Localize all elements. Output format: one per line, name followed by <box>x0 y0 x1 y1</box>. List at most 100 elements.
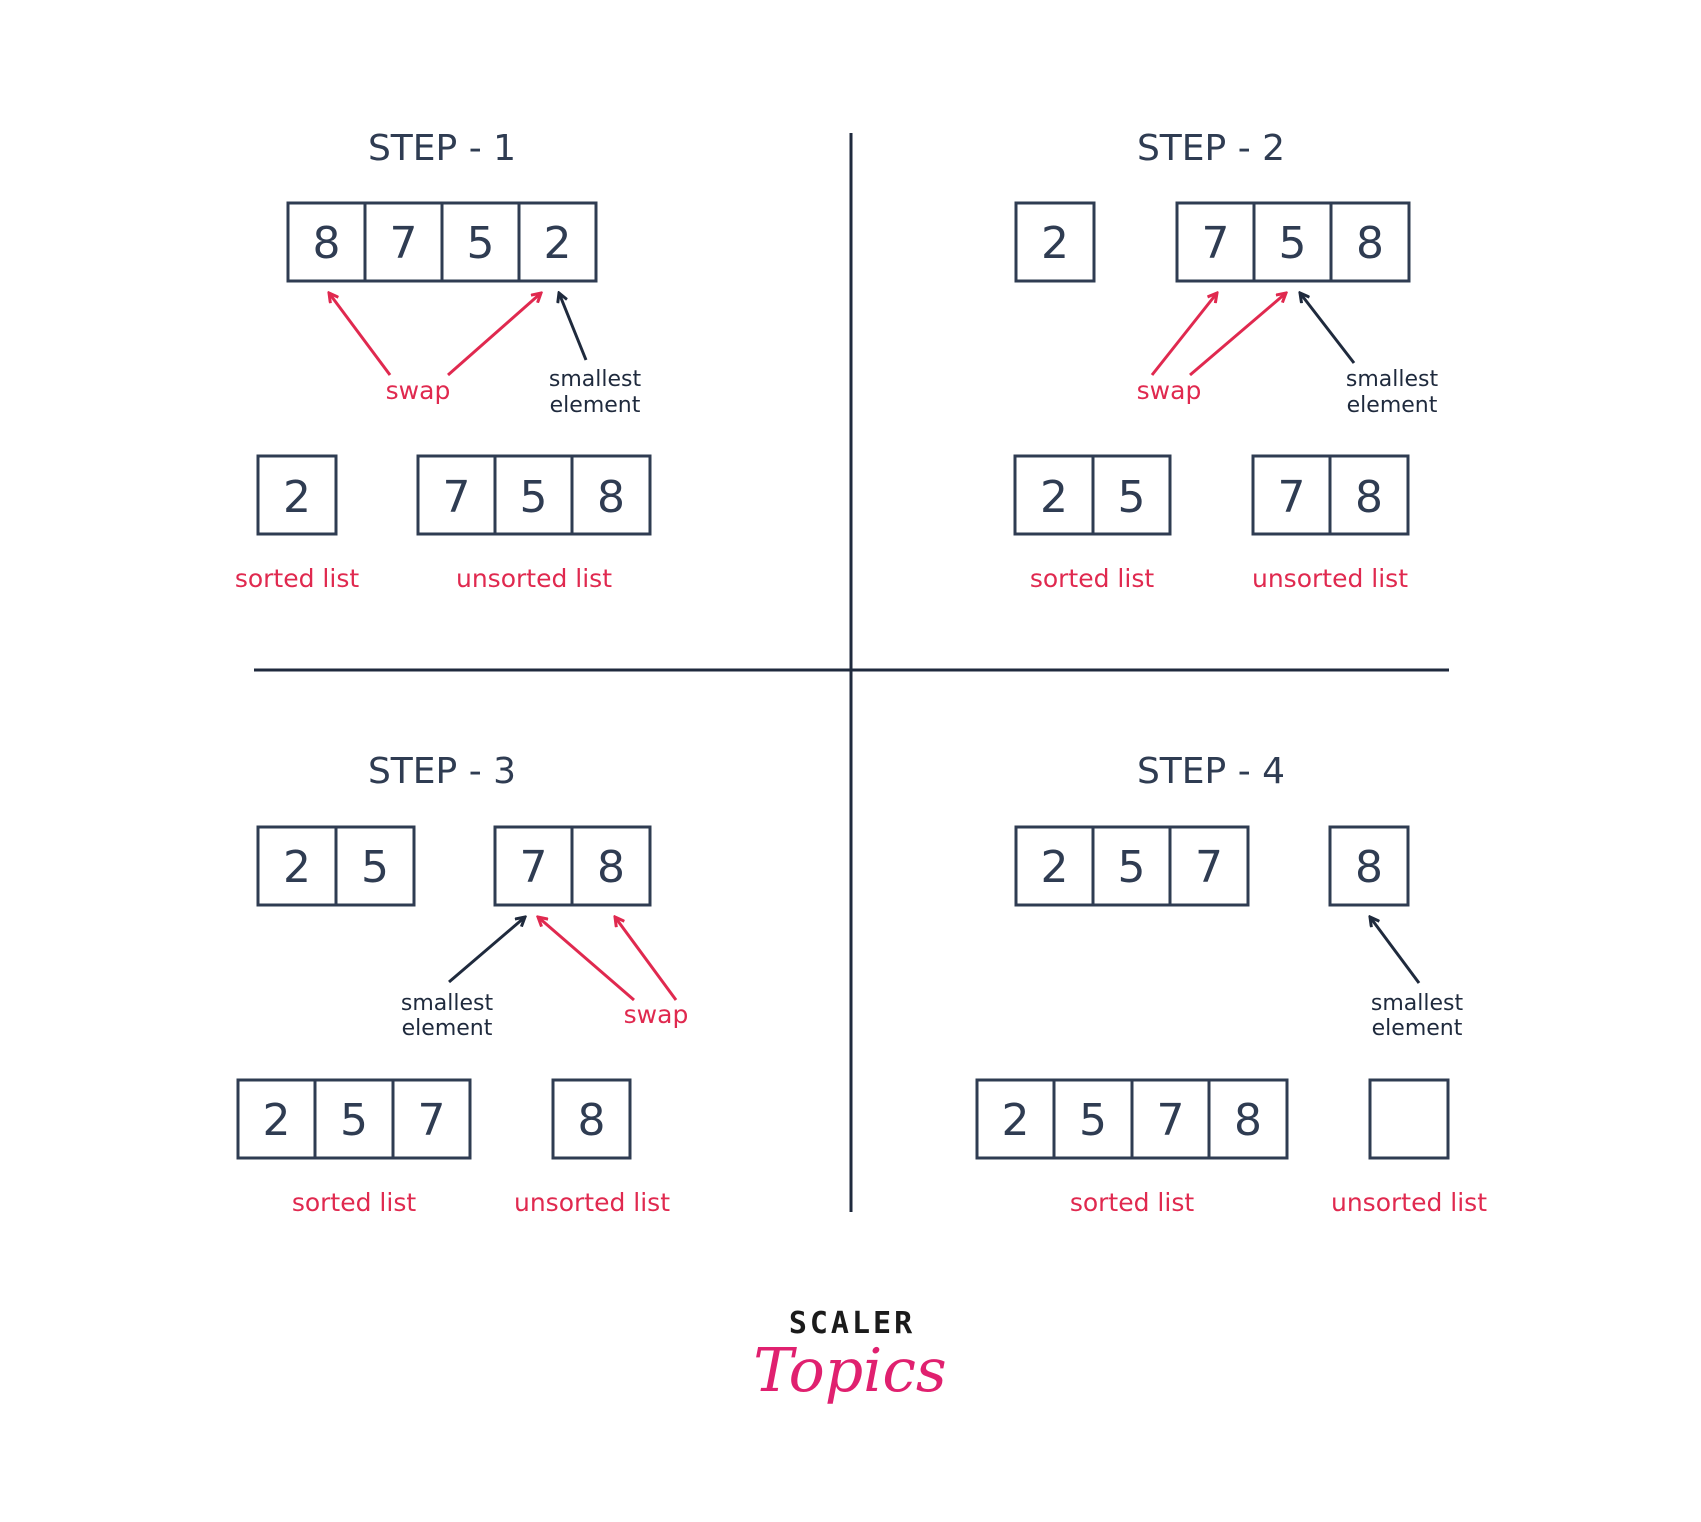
svg-text:2: 2 <box>283 842 311 893</box>
array-top-unsorted: 7 5 8 <box>1175 201 1411 283</box>
smallest-label-line1: smallest <box>1346 367 1439 392</box>
array-sorted: 2 <box>256 454 338 536</box>
step-title: STEP - 3 <box>368 751 516 792</box>
logo-scaler-text: SCALER <box>789 1306 915 1341</box>
smallest-arrow <box>1300 293 1356 364</box>
svg-text:5: 5 <box>340 1095 368 1146</box>
step-1: STEP - 1 8 7 5 2 swap smallest element 2… <box>235 128 652 593</box>
svg-text:5: 5 <box>1279 218 1307 269</box>
sorted-list-label: sorted list <box>292 1188 417 1217</box>
svg-text:5: 5 <box>1079 1095 1107 1146</box>
unsorted-list-label: unsorted list <box>1331 1188 1487 1217</box>
array-cell: 7 <box>493 825 574 907</box>
array-unsorted <box>1368 1078 1450 1160</box>
swap-label: swap <box>386 376 451 405</box>
array-cell: 2 <box>256 454 338 536</box>
array-cell: 5 <box>334 825 416 907</box>
array-cell: 5 <box>440 201 521 283</box>
array-cell-empty <box>1368 1078 1450 1160</box>
swap-arrow <box>447 293 541 377</box>
smallest-arrow <box>1370 917 1421 984</box>
swap-arrow <box>1150 293 1217 376</box>
svg-text:5: 5 <box>1118 842 1146 893</box>
array-cell: 2 <box>256 825 338 907</box>
svg-text:7: 7 <box>390 218 418 269</box>
array-top-sorted: 2 5 7 <box>1014 825 1250 907</box>
array-cell: 5 <box>1252 201 1333 283</box>
array-cell: 7 <box>416 454 497 536</box>
array-cell: 5 <box>1091 454 1172 536</box>
array-cell: 8 <box>1328 825 1410 907</box>
array-cell: 8 <box>570 825 652 907</box>
svg-text:7: 7 <box>1157 1095 1185 1146</box>
array-cell: 8 <box>1207 1078 1289 1160</box>
svg-text:8: 8 <box>1234 1095 1262 1146</box>
array-cell: 5 <box>313 1078 395 1160</box>
smallest-arrow <box>559 293 588 361</box>
sorted-list-label: sorted list <box>235 564 360 593</box>
smallest-label-line2: element <box>550 393 641 418</box>
array-top: 8 7 5 2 <box>286 201 598 283</box>
array-cell: 5 <box>493 454 574 536</box>
array-cell: 5 <box>1052 1078 1134 1160</box>
step-4: STEP - 4 2 5 7 8 smallest element 2 5 7 … <box>975 751 1487 1217</box>
array-top-unsorted: 8 <box>1328 825 1410 907</box>
svg-text:5: 5 <box>1118 472 1146 523</box>
array-sorted: 2 5 7 8 <box>975 1078 1289 1160</box>
swap-arrow <box>538 917 635 1002</box>
svg-text:8: 8 <box>1355 472 1383 523</box>
swap-arrow <box>329 293 392 376</box>
step-title: STEP - 2 <box>1137 128 1285 169</box>
svg-text:5: 5 <box>361 842 389 893</box>
scaler-topics-logo: SCALER Topics <box>753 1306 946 1406</box>
smallest-label-line1: smallest <box>1371 991 1464 1016</box>
array-sorted: 2 5 <box>1013 454 1172 536</box>
svg-text:8: 8 <box>597 842 625 893</box>
swap-label: swap <box>624 1000 689 1029</box>
array-cell: 8 <box>570 454 652 536</box>
step-3: STEP - 3 2 5 7 8 smallest element swap 2… <box>236 751 689 1217</box>
smallest-label-line2: element <box>1372 1016 1463 1041</box>
unsorted-list-label: unsorted list <box>456 564 612 593</box>
array-cell: 2 <box>236 1078 317 1160</box>
array-cell: 2 <box>1014 201 1096 283</box>
svg-text:2: 2 <box>1040 472 1068 523</box>
array-cell: 2 <box>1014 825 1095 907</box>
svg-text:2: 2 <box>1041 218 1069 269</box>
smallest-label-line2: element <box>402 1016 493 1041</box>
array-cell: 8 <box>551 1078 632 1160</box>
array-cell: 7 <box>1251 454 1332 536</box>
svg-text:7: 7 <box>418 1095 446 1146</box>
svg-text:8: 8 <box>1356 218 1384 269</box>
unsorted-list-label: unsorted list <box>514 1188 670 1217</box>
swap-label: swap <box>1137 376 1202 405</box>
array-cell: 5 <box>1091 825 1172 907</box>
array-cell: 7 <box>1168 825 1250 907</box>
array-cell: 8 <box>1328 454 1410 536</box>
svg-text:8: 8 <box>313 218 341 269</box>
svg-text:7: 7 <box>1202 218 1230 269</box>
array-cell: 7 <box>1130 1078 1211 1160</box>
logo-topics-text: Topics <box>753 1336 946 1406</box>
svg-text:7: 7 <box>1195 842 1223 893</box>
svg-text:7: 7 <box>443 472 471 523</box>
unsorted-list-label: unsorted list <box>1252 564 1408 593</box>
array-cell: 8 <box>286 201 367 283</box>
array-unsorted: 8 <box>551 1078 632 1160</box>
swap-arrow <box>1189 293 1286 377</box>
array-cell: 2 <box>1013 454 1095 536</box>
array-top-sorted: 2 5 <box>256 825 416 907</box>
smallest-arrow <box>448 917 525 984</box>
svg-text:8: 8 <box>597 472 625 523</box>
sorted-list-label: sorted list <box>1070 1188 1195 1217</box>
svg-text:5: 5 <box>520 472 548 523</box>
array-cell: 8 <box>1329 201 1411 283</box>
smallest-label-line1: smallest <box>401 991 494 1016</box>
svg-text:2: 2 <box>263 1095 291 1146</box>
array-top-sorted: 2 <box>1014 201 1096 283</box>
array-cell: 2 <box>975 1078 1056 1160</box>
svg-text:8: 8 <box>1355 842 1383 893</box>
svg-text:2: 2 <box>1002 1095 1030 1146</box>
